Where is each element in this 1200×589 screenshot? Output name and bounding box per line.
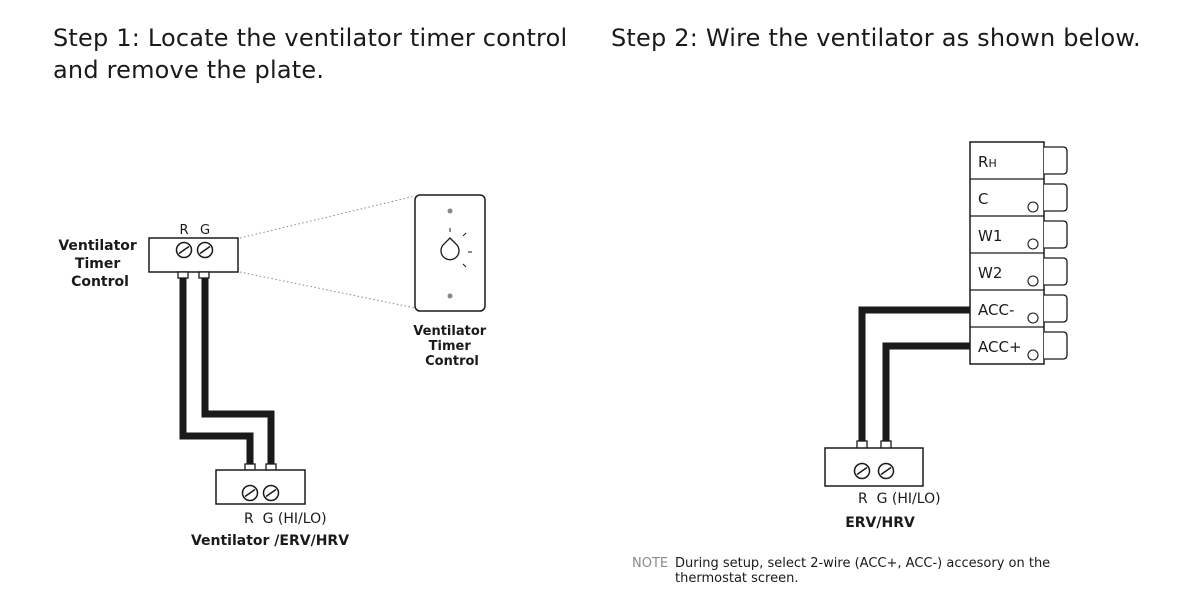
terminal-label: ACC- xyxy=(978,301,1014,319)
terminal-label-sub: H xyxy=(988,157,996,170)
erv-unit-block: R G (HI/LO) ERV/HRV xyxy=(824,440,941,531)
timer-tab-g xyxy=(198,271,210,279)
wire-r-step1 xyxy=(179,278,254,470)
wire-acc-plus xyxy=(882,342,970,446)
timer-terminal-r-label: R xyxy=(179,223,188,238)
terminal-label-main: ACC+ xyxy=(978,338,1022,356)
timer-screw-r xyxy=(175,241,193,259)
erv-unit-body xyxy=(824,447,924,487)
wire-g-step1 xyxy=(201,278,275,470)
timer-tab-r xyxy=(177,271,189,279)
dial-tick-4 xyxy=(462,263,467,268)
wall-plate-label-line1: Ventilator xyxy=(413,324,486,339)
terminal-screw-circle xyxy=(1027,349,1039,361)
step1-title-line2: and remove the plate. xyxy=(53,56,325,84)
terminal-label: RH xyxy=(978,153,997,171)
wall-plate-label: Ventilator Timer Control xyxy=(413,324,490,369)
terminal-label: W1 xyxy=(978,227,1002,245)
terminal-label-main: R xyxy=(978,153,988,171)
erv-screw-r xyxy=(853,462,871,480)
terminal-tab xyxy=(1044,183,1068,212)
note-text: During setup, select 2-wire (ACC+, ACC-)… xyxy=(675,556,1051,586)
terminal-tab xyxy=(1044,294,1068,323)
timer-control-label-line3: Control xyxy=(71,274,129,290)
terminal-label-main: C xyxy=(978,190,988,208)
note-label: NOTE xyxy=(632,556,669,571)
terminal-tab xyxy=(1044,220,1068,249)
timer-control-body xyxy=(148,237,239,273)
terminal-screw-circle xyxy=(1027,201,1039,213)
ventilator-unit-body xyxy=(215,469,306,505)
wall-plate-label-line2: Timer xyxy=(429,339,472,354)
erv-unit-label: ERV/HRV xyxy=(845,515,915,531)
terminal-label-main: W2 xyxy=(978,264,1002,282)
terminal-tab xyxy=(1044,257,1068,286)
step1-title-line1: Step 1: Locate the ventilator timer cont… xyxy=(53,24,568,52)
terminal-tab xyxy=(1044,331,1068,360)
step1-diagram: R G Ventilator Timer Control R G (HI/LO)… xyxy=(58,194,490,549)
terminal-screw-circle xyxy=(1027,275,1039,287)
dial-tick-2 xyxy=(462,232,467,237)
terminal-tab xyxy=(1044,146,1068,175)
wall-plate-screw-top xyxy=(447,208,453,214)
timer-control-label: Ventilator Timer Control xyxy=(58,238,141,290)
wall-plate-screw-bottom xyxy=(447,293,453,299)
timer-screw-g xyxy=(196,241,214,259)
terminal-label-main: W1 xyxy=(978,227,1002,245)
wall-plate xyxy=(414,194,486,312)
vent-screw-g xyxy=(262,484,280,502)
timer-control-label-line1: Ventilator xyxy=(58,238,137,254)
erv-terminals-label: R G (HI/LO) xyxy=(858,491,941,507)
step2-title: Step 2: Wire the ventilator as shown bel… xyxy=(611,24,1141,52)
timer-control-label-line2: Timer xyxy=(75,256,120,272)
zoom-line-bottom xyxy=(239,271,416,309)
terminal-label: W2 xyxy=(978,264,1002,282)
step1-title: Step 1: Locate the ventilator timer cont… xyxy=(53,22,593,86)
terminal-screw-circle xyxy=(1027,312,1039,324)
vent-screw-r xyxy=(241,484,259,502)
terminal-screw-circle xyxy=(1027,238,1039,250)
setup-note: NOTE During setup, select 2-wire (ACC+, A… xyxy=(632,556,1102,586)
terminal-label: C xyxy=(978,190,988,208)
ventilator-unit-block: R G (HI/LO) Ventilator /ERV/HRV xyxy=(191,463,349,549)
wall-plate-label-line3: Control xyxy=(425,354,479,369)
terminal-label-main: ACC- xyxy=(978,301,1014,319)
erv-screw-g xyxy=(877,462,895,480)
terminal-label: ACC+ xyxy=(978,338,1022,356)
timer-dial-icon xyxy=(440,237,460,261)
ventilator-unit-label: Ventilator /ERV/HRV xyxy=(191,533,349,549)
wire-acc-minus xyxy=(858,306,970,446)
ventilator-terminals-label: R G (HI/LO) xyxy=(244,511,327,527)
zoom-line-top xyxy=(239,195,416,239)
timer-terminal-g-label: G xyxy=(200,223,210,238)
timer-control-block: R G xyxy=(148,223,239,279)
